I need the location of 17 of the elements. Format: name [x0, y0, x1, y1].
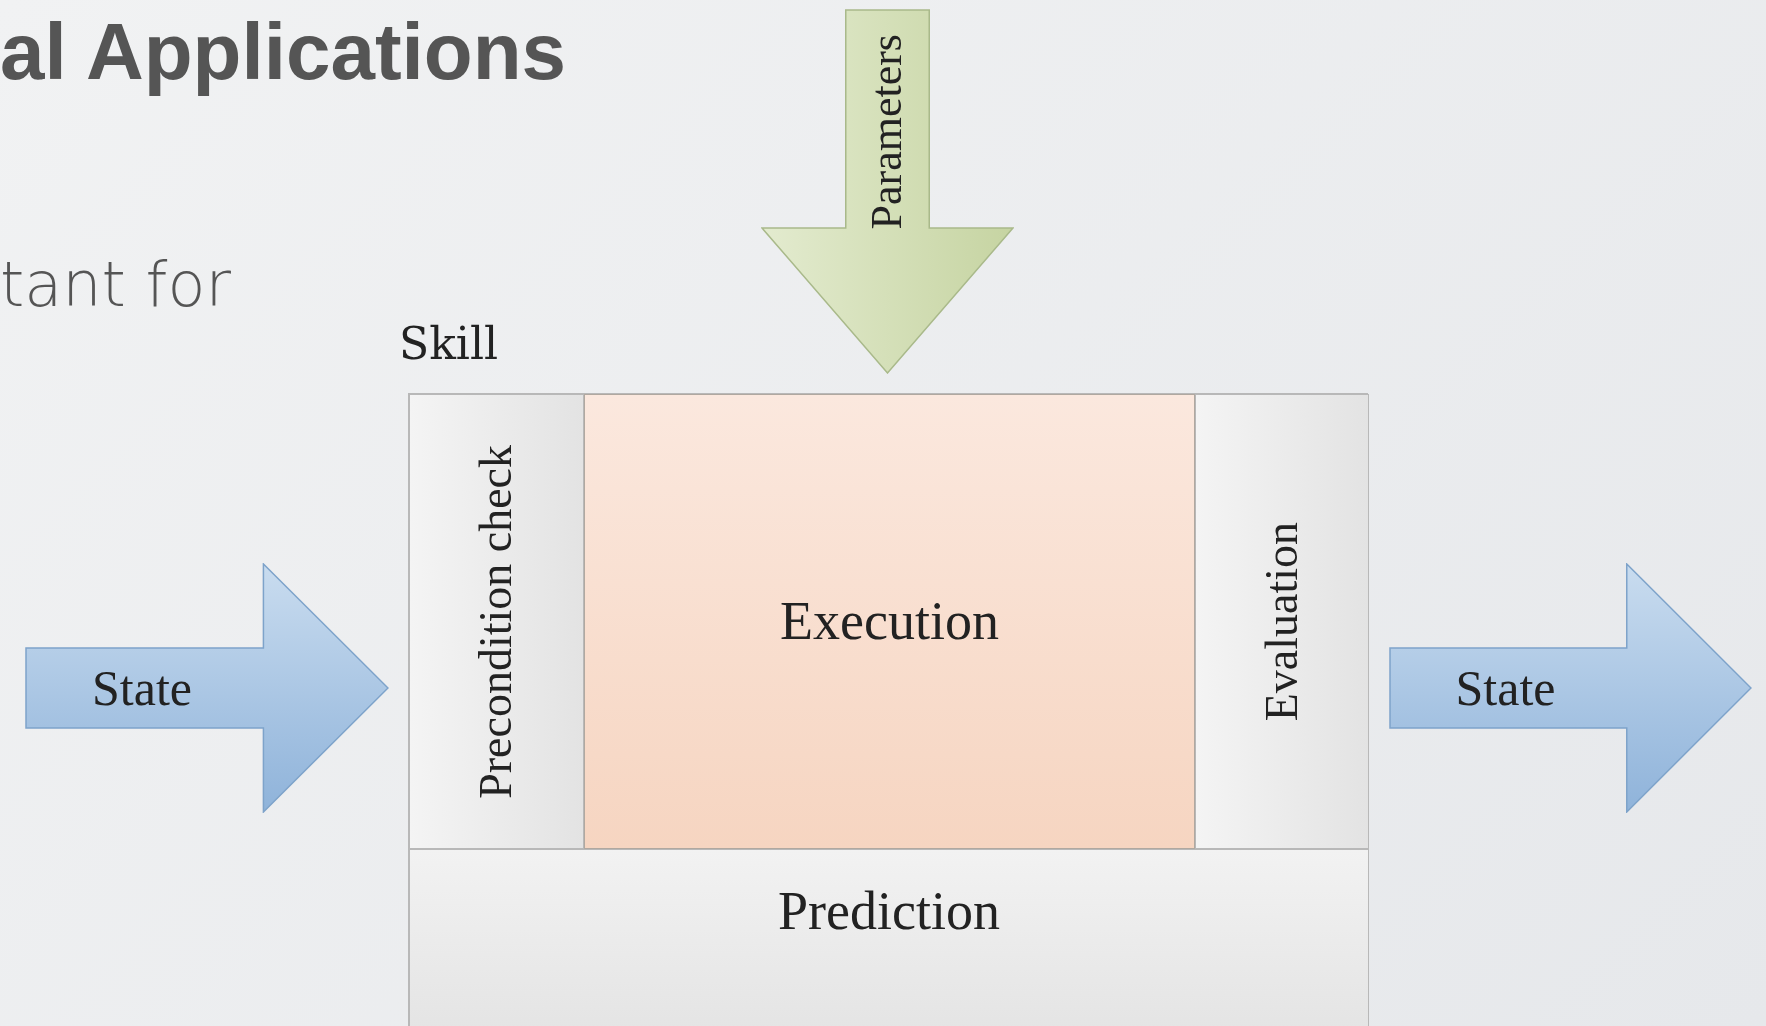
block-arrow: [25, 563, 389, 813]
box-label: Prediction: [778, 881, 1000, 942]
block-arrow: [761, 9, 1014, 374]
slide-title: al Applications: [0, 6, 566, 98]
process-box: [409, 394, 584, 849]
box-label: State: [1455, 660, 1556, 716]
box-label: Parameters: [863, 33, 912, 230]
block-arrow: [1389, 563, 1752, 813]
box-label: State: [92, 660, 192, 716]
box-heading: Skill: [399, 318, 499, 369]
process-box: [584, 394, 1195, 849]
slide-text: tant for: [0, 248, 231, 321]
box-label: Precondition check: [471, 444, 522, 799]
process-box: [1195, 394, 1369, 849]
process-box: [409, 849, 1369, 1026]
box-label: Evaluation: [1256, 521, 1308, 722]
box-label: Execution: [780, 591, 999, 652]
